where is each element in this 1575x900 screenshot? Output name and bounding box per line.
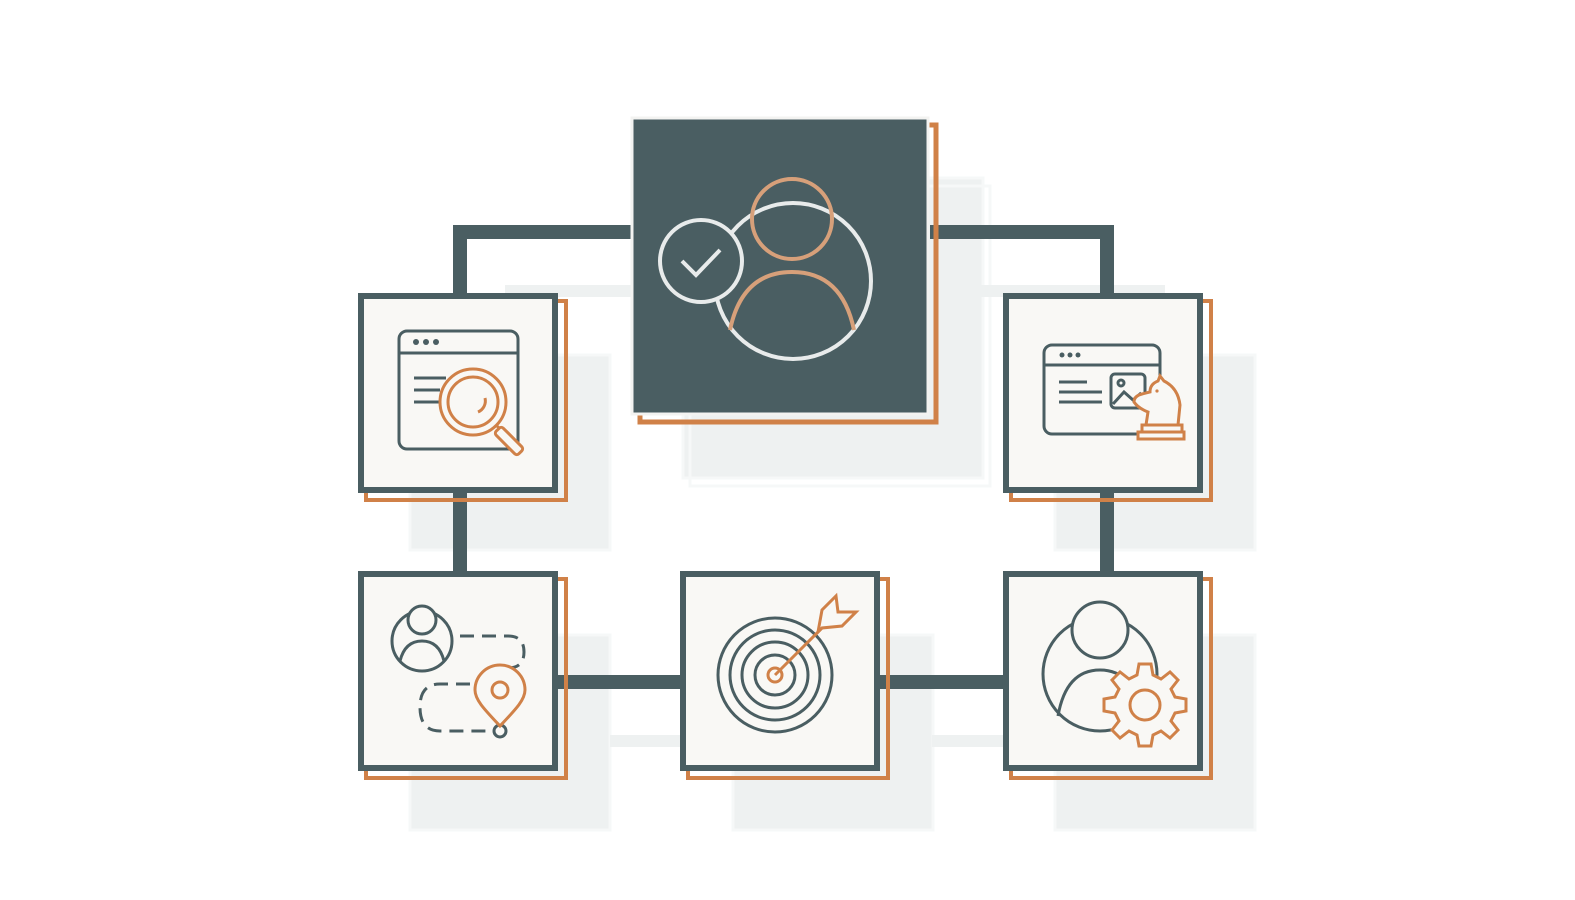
user-gear-icon: [1041, 600, 1188, 748]
node-background: [680, 571, 880, 771]
node-customer-journey[interactable]: [358, 571, 568, 780]
connector-hub-right: [930, 225, 1114, 300]
node-user-settings[interactable]: [1003, 571, 1213, 780]
node-content-strategy[interactable]: [1003, 293, 1213, 502]
node-customer-center[interactable]: [630, 116, 939, 425]
node-goal-targeting[interactable]: [680, 571, 890, 780]
target-arrow-icon: [716, 592, 860, 734]
connector-lines: [453, 225, 1114, 689]
customer-check-icon: [658, 177, 873, 361]
node-background: [358, 571, 558, 771]
user-journey-map-icon: [390, 604, 527, 739]
connector-hub-left: [453, 225, 640, 300]
node-web-research[interactable]: [358, 293, 568, 502]
browser-chess-knight-icon: [1042, 343, 1186, 441]
browser-search-icon: [397, 329, 525, 457]
